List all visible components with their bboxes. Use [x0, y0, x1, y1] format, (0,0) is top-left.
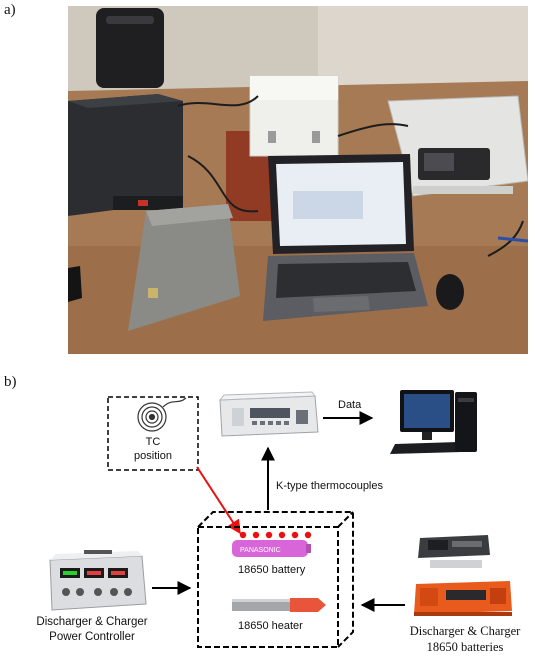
dc-power-supply — [68, 94, 183, 216]
data-label: Data — [338, 399, 362, 411]
heater-label: 18650 heater — [238, 620, 303, 632]
battery-analyzer — [387, 95, 528, 197]
grey-charger-box — [128, 204, 240, 331]
tc-position-label-line2: position — [134, 450, 172, 462]
laptop — [263, 154, 428, 321]
computer-icon — [390, 390, 477, 454]
panel-b-label: b) — [4, 374, 17, 390]
power-controller-icon — [49, 550, 147, 611]
battery-18650-icon: PANASONIC — [232, 540, 311, 557]
tc-position-label-line1: TC — [145, 436, 161, 448]
lab-setup-photo — [68, 6, 528, 354]
pen — [497, 236, 528, 243]
battery-label: 18650 battery — [238, 564, 306, 576]
mouse — [436, 274, 464, 310]
batteries-label-line2: 18650 batteries — [426, 640, 504, 654]
white-enclosure-box — [249, 75, 339, 157]
panel-a-label: a) — [4, 2, 16, 18]
thermocouple-label: K-type thermocouples — [276, 480, 383, 492]
tc-markers — [239, 531, 312, 539]
thermocouple-coil-icon — [137, 397, 187, 432]
power-controller-label-line2: Power Controller — [49, 631, 135, 643]
svg-text:PANASONIC: PANASONIC — [240, 547, 281, 554]
battery-analyzer-icon — [414, 535, 512, 616]
office-chair — [96, 8, 164, 88]
data-logger-icon — [218, 391, 319, 437]
test-chamber-box — [197, 511, 354, 648]
power-controller-label-line1: Discharger & Charger — [36, 616, 148, 628]
tc-position-box — [107, 396, 199, 471]
heater-18650-icon — [232, 598, 326, 612]
tc-position-arrow — [196, 466, 241, 535]
batteries-label-line1: Discharger & Charger — [409, 624, 521, 638]
